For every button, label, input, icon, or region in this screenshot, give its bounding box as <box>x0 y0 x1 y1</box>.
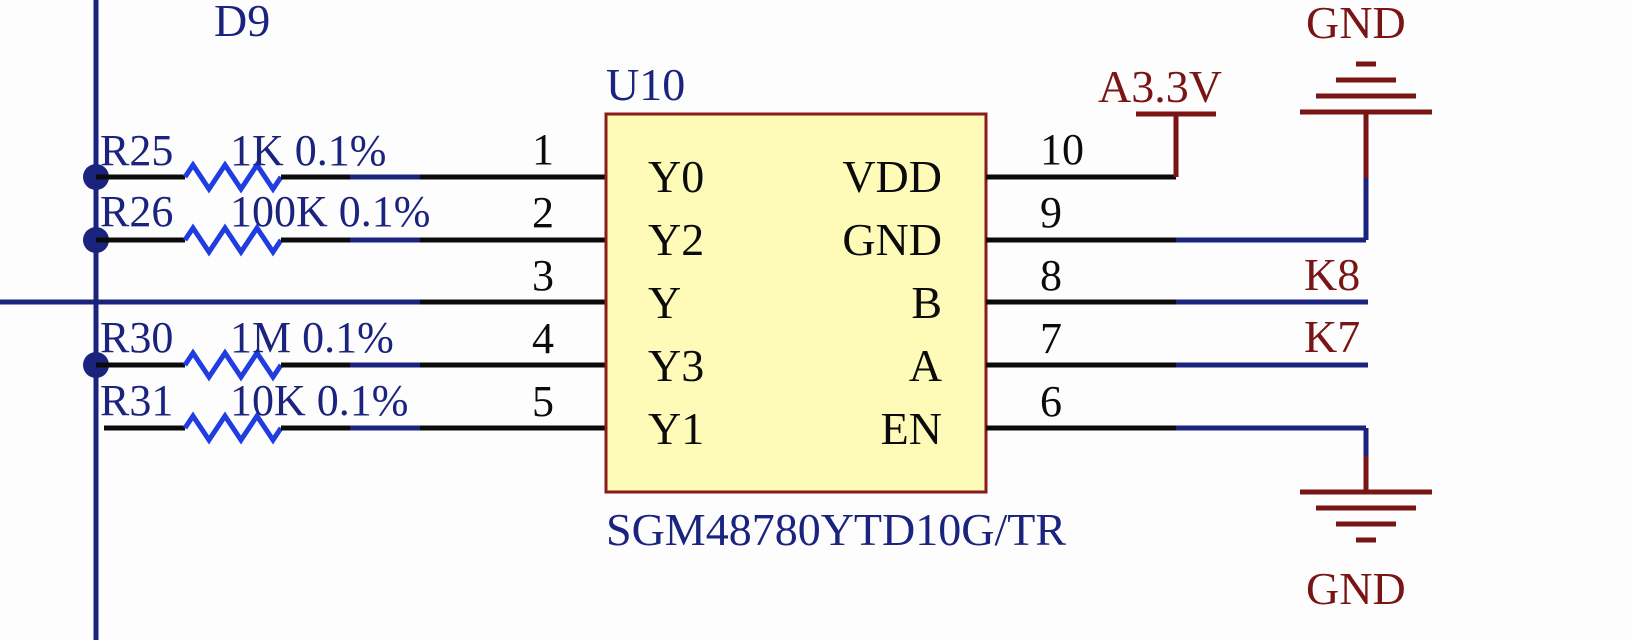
power-net-label: A3.3V <box>1098 61 1222 112</box>
pin-number: 4 <box>532 314 554 363</box>
pin-number: 6 <box>1040 377 1062 426</box>
pin-number: 2 <box>532 188 554 237</box>
resistor-designator: R25 <box>100 126 173 175</box>
pin-number: 7 <box>1040 314 1062 363</box>
resistor-value: 100K 0.1% <box>230 187 430 236</box>
pin-number: 1 <box>532 125 554 174</box>
resistor-value: 10K 0.1% <box>230 376 408 425</box>
ground-net-label: GND <box>1306 563 1406 614</box>
resistor-designator: R26 <box>100 187 173 236</box>
pin-name: VDD <box>842 151 942 202</box>
ic-body <box>604 112 988 494</box>
resistor-r30: R30 1M 0.1% <box>96 313 420 382</box>
pin-name: Y3 <box>648 340 704 391</box>
pin-name: Y0 <box>648 151 704 202</box>
pin-name: Y2 <box>648 214 704 265</box>
pin-name: B <box>911 277 942 328</box>
pin-number: 8 <box>1040 251 1062 300</box>
resistor-value: 1K 0.1% <box>230 126 386 175</box>
net-label: K8 <box>1304 249 1360 300</box>
pin-name: GND <box>842 214 942 265</box>
pin-name: Y1 <box>648 403 704 454</box>
pin-name: EN <box>881 403 942 454</box>
pin-number: 10 <box>1040 125 1084 174</box>
power-net-a3v3: A3.3V <box>1098 61 1222 177</box>
pin-number: 9 <box>1040 188 1062 237</box>
diode-designator: D9 <box>214 0 270 46</box>
ground-net-label: GND <box>1306 0 1406 48</box>
resistor-r31: R31 10K 0.1% <box>100 376 420 445</box>
pin-name: Y <box>648 277 681 328</box>
ground-symbol-top: GND <box>1176 0 1432 243</box>
resistor-value: 1M 0.1% <box>230 313 394 362</box>
resistor-designator: R31 <box>100 376 173 425</box>
ground-symbol-bottom: GND <box>1176 425 1432 614</box>
pin-name: A <box>909 340 942 391</box>
resistor-designator: R30 <box>100 313 173 362</box>
net-k8: K8 <box>1176 249 1368 305</box>
pin-number: 5 <box>532 377 554 426</box>
pin-number: 3 <box>532 251 554 300</box>
net-k7: K7 <box>1176 311 1368 368</box>
net-label: K7 <box>1304 311 1360 362</box>
resistor-r26: R26 100K 0.1% <box>96 187 430 257</box>
ic-designator: U10 <box>606 59 685 110</box>
ic-part-number: SGM48780YTD10G/TR <box>606 504 1066 555</box>
resistor-r25: R25 1K 0.1% <box>96 126 420 194</box>
